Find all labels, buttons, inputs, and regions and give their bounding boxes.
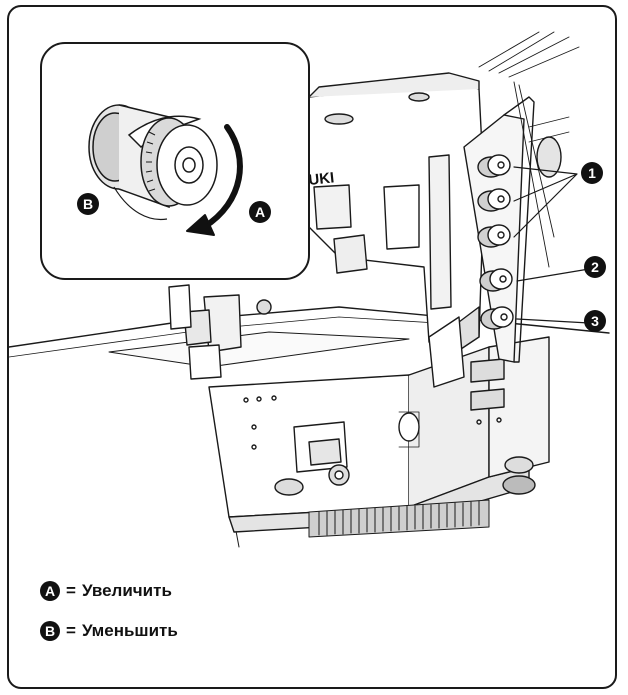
clockwise-arrow-icon [186, 124, 243, 236]
marker-1: 1 [581, 162, 603, 184]
svg-text:3: 3 [591, 313, 599, 329]
tension-knob-3[interactable] [477, 224, 511, 248]
tension-knob-4[interactable] [479, 268, 513, 292]
marker-a: A [249, 201, 271, 223]
knob-closeup-inset: A B [40, 42, 310, 280]
legend-row-increase: A = Увеличить [40, 578, 178, 604]
tension-knob-2[interactable] [477, 188, 511, 212]
legend-marker-a: A [40, 581, 60, 601]
legend-label-decrease: Уменьшить [81, 621, 178, 640]
svg-text:A: A [255, 204, 265, 220]
legend-equals: = [66, 581, 76, 600]
legend-marker-b: B [40, 621, 60, 641]
svg-text:2: 2 [591, 259, 599, 275]
sewing-machine-illustration: UKI 1 2 3 [9, 31, 610, 548]
marker-3: 3 [584, 310, 606, 332]
legend: A = Увеличить B = Уменьшить [40, 578, 178, 658]
legend-equals: = [66, 621, 76, 640]
marker-2: 2 [584, 256, 606, 278]
table-surface [9, 306, 610, 348]
tension-knob-5[interactable] [480, 306, 514, 330]
tension-knob-icon [88, 104, 218, 221]
legend-row-decrease: B = Уменьшить [40, 618, 178, 644]
brand-lettering: UKI [308, 169, 335, 189]
svg-text:1: 1 [588, 165, 596, 181]
marker-b: B [77, 193, 99, 215]
tension-knob-1[interactable] [477, 154, 511, 178]
svg-text:B: B [83, 196, 93, 212]
legend-label-increase: Увеличить [81, 581, 172, 600]
